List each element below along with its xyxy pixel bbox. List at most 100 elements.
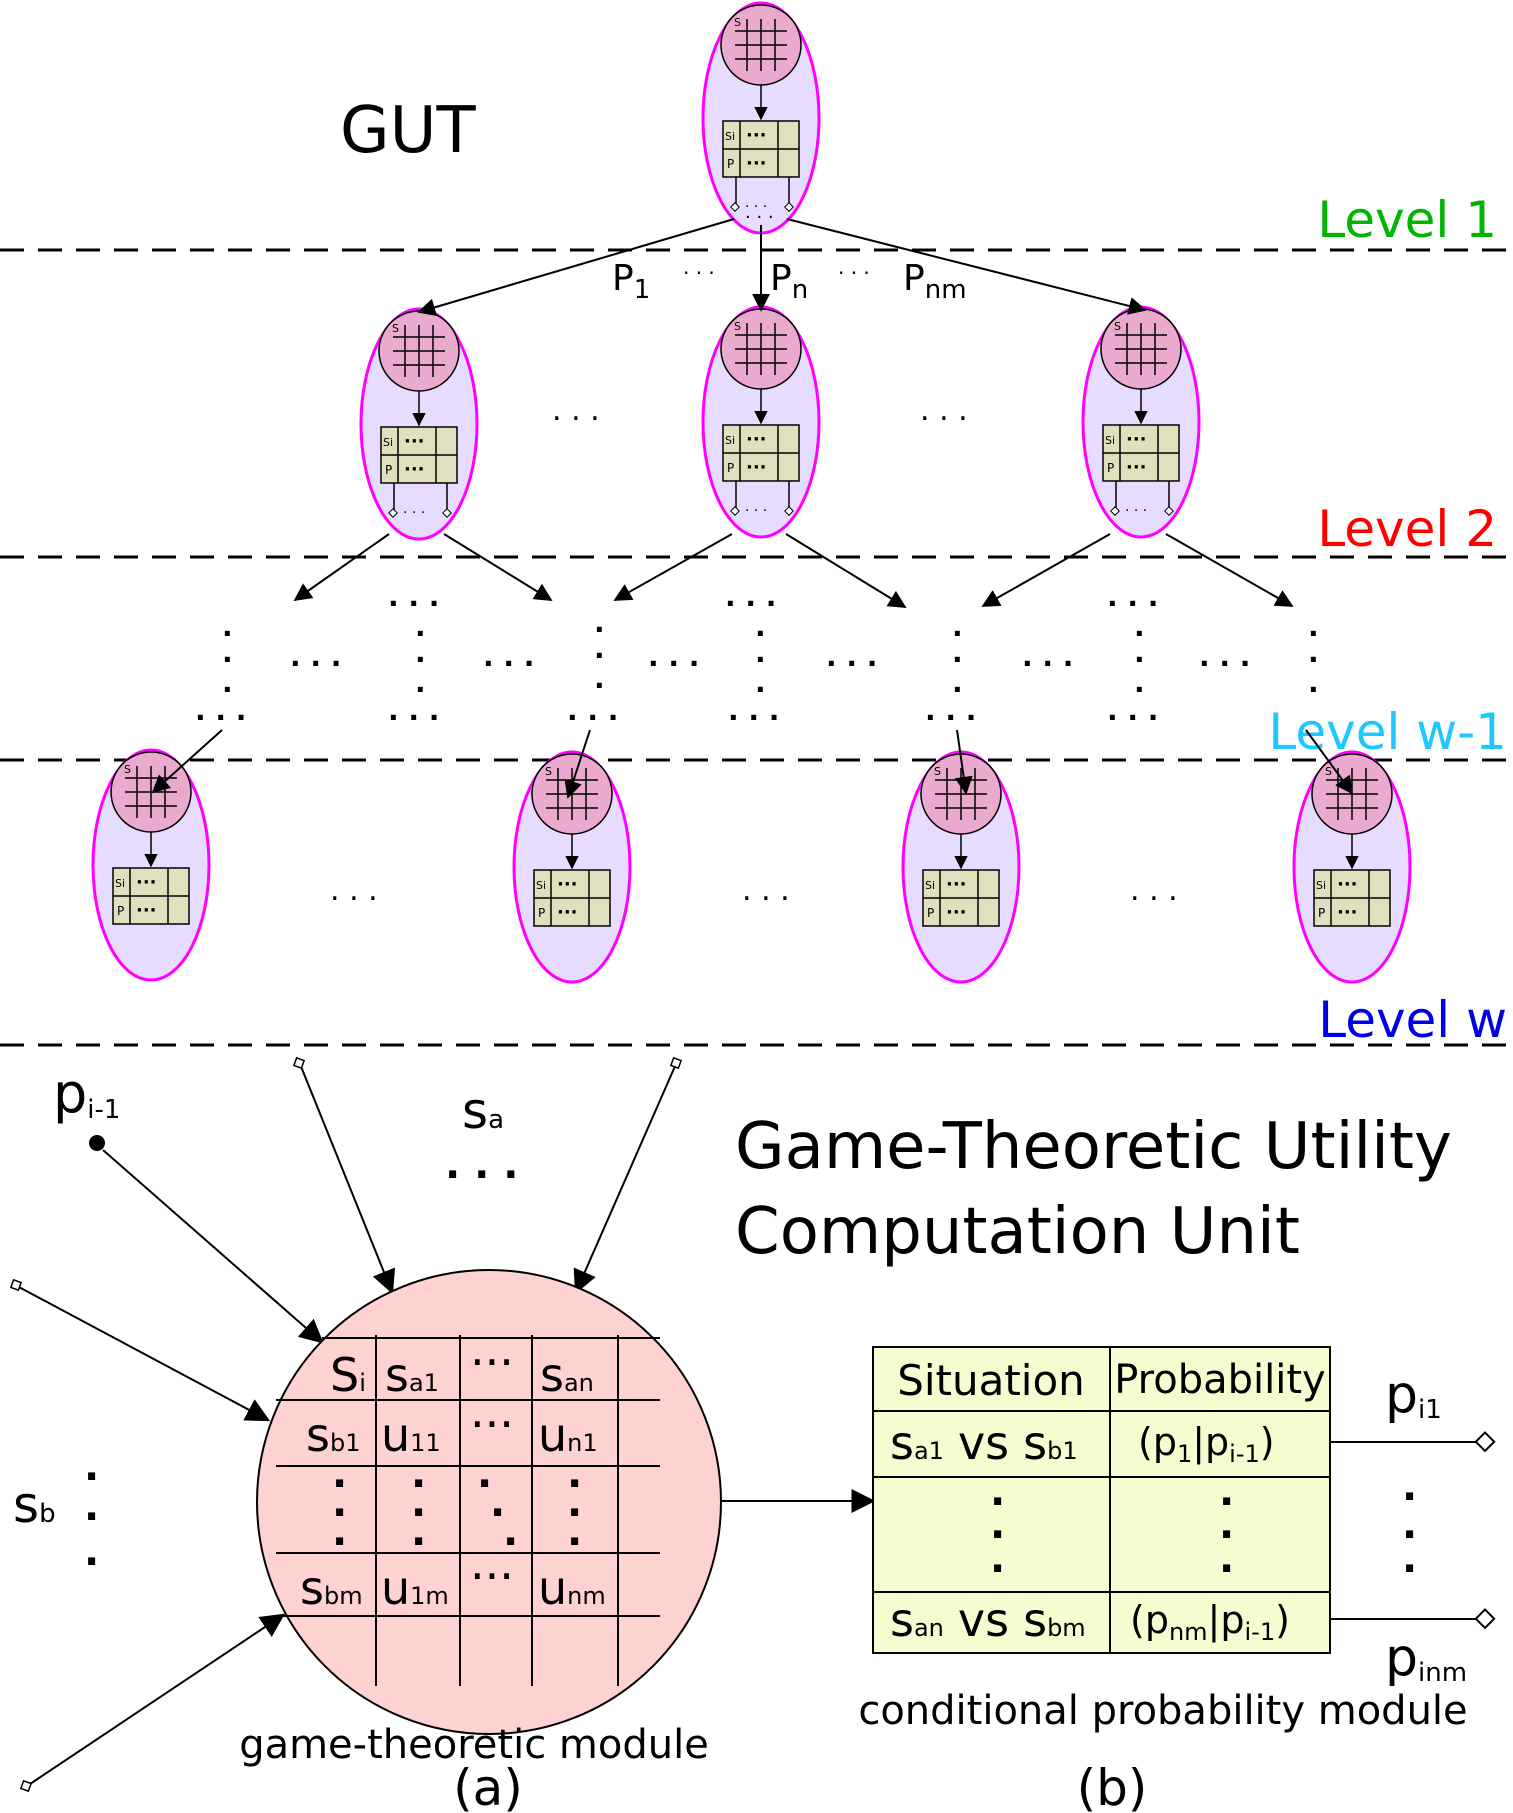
node-row-p-label: P — [1107, 461, 1114, 475]
node-output-port — [388, 508, 398, 518]
root-edges — [417, 218, 1147, 317]
svg-text:· · ·: · · · — [745, 207, 774, 228]
svg-text:.: . — [1308, 610, 1319, 643]
row-header-b1: sb1 — [306, 1408, 360, 1462]
svg-text:.: . — [415, 666, 426, 699]
svg-text:.: . — [490, 1480, 505, 1526]
svg-text:.: . — [411, 1480, 426, 1526]
svg-text:. . .: . . . — [388, 694, 439, 727]
prob-row2-probability: (pnm|pi-1) — [1130, 1598, 1290, 1646]
svg-text:.: . — [503, 1509, 518, 1555]
node-row-p-dots: ··· — [746, 153, 767, 174]
input-p-prev-label: pi-1 — [53, 1062, 120, 1125]
node-row-si-label: Si — [115, 877, 125, 890]
svg-text:.: . — [755, 610, 766, 643]
node-row-p-dots: ··· — [557, 902, 578, 923]
node-row-p-dots: ··· — [1337, 902, 1358, 923]
prob-header-situation: Situation — [897, 1356, 1085, 1405]
svg-text:. . .: . . . — [1107, 580, 1158, 613]
port-sa-right — [669, 1056, 683, 1070]
level2-dots-left: . . . — [552, 393, 600, 428]
svg-text:.: . — [594, 662, 605, 695]
port-sb-top — [9, 1278, 23, 1292]
game-matrix-vdots: ... ... ... ... — [332, 1451, 582, 1555]
svg-text:. . .: . . . — [1199, 640, 1250, 673]
game-matrix-cells: Si sa1 ··· san sb1 u11 ··· un1 sbm u1m ·… — [300, 1335, 606, 1615]
svg-text:. . .: . . . — [1107, 694, 1158, 727]
strategy-label: S — [1325, 765, 1332, 778]
intermediate-vertical-dots: ... ... ... ... ... ... ... — [222, 606, 1319, 699]
col-header-an: san — [540, 1348, 594, 1402]
input-p-prev-dot — [89, 1135, 105, 1151]
svg-text:.: . — [84, 1444, 99, 1490]
levelw-dots-3: . . . — [1130, 873, 1178, 908]
strategy-label: S — [392, 322, 399, 335]
levelw-dots-1: . . . — [330, 873, 378, 908]
strategy-label: S — [734, 320, 741, 333]
svg-text:.: . — [1134, 636, 1145, 669]
svg-text:.: . — [411, 1451, 426, 1497]
svg-text:. . .: . . . — [483, 640, 534, 673]
node-row-si-label: Si — [1316, 879, 1326, 892]
node-row-p-label: P — [927, 906, 934, 920]
edge-label-pnm: Pnm — [903, 258, 967, 305]
svg-text:.: . — [84, 1529, 99, 1575]
node-row-si-dots: ··· — [136, 872, 157, 893]
prob-row1-probability: (p1|pi-1) — [1138, 1420, 1275, 1468]
level2-dots-right: . . . — [920, 393, 968, 428]
svg-text:.: . — [594, 632, 605, 665]
svg-text:.: . — [952, 666, 963, 699]
strategy-grid — [1115, 323, 1167, 375]
svg-text:.: . — [1134, 610, 1145, 643]
node-row-p-label: P — [117, 904, 124, 918]
svg-text:.: . — [1134, 666, 1145, 699]
svg-text:.: . — [755, 666, 766, 699]
svg-text:. . .: . . . — [725, 580, 776, 613]
svg-text:. . .: . . . — [388, 580, 439, 613]
panel-b-label: (b) — [1077, 1759, 1148, 1813]
svg-text:.: . — [755, 636, 766, 669]
svg-text:.: . — [990, 1536, 1005, 1582]
game-theoretic-module: Si sa1 ··· san sb1 u11 ··· un1 sbm u1m ·… — [239, 1269, 722, 1813]
svg-text:.: . — [990, 1502, 1005, 1548]
node-output-port — [784, 506, 794, 516]
node-row-p-dots: ··· — [746, 457, 767, 478]
output-p-i1: pi1 — [1385, 1365, 1442, 1425]
svg-text:.: . — [222, 610, 233, 643]
svg-text:.: . — [990, 1469, 1005, 1515]
strategy-label: S — [124, 763, 131, 776]
svg-text:.: . — [477, 1451, 492, 1497]
edge-label-pn: Pn — [770, 258, 808, 305]
game-module-label: game-theoretic module — [239, 1722, 709, 1768]
svg-text:.: . — [1402, 1464, 1417, 1510]
col-header-a1: sa1 — [385, 1348, 439, 1402]
node-row-p-label: P — [727, 461, 734, 475]
node-row-si-dots: ··· — [946, 874, 967, 895]
svg-text:. . .: . . . — [195, 694, 246, 727]
level-dividers — [0, 248, 1513, 1047]
level-w-1-label: Level w-1 — [1268, 703, 1507, 761]
output-p-inm: pinm — [1385, 1628, 1467, 1688]
port-sb-bottom — [19, 1779, 33, 1793]
arrow-p-prev — [102, 1149, 324, 1344]
arrow-sb-bottom — [26, 1613, 285, 1787]
output-port-1 — [1474, 1431, 1496, 1453]
svg-text:.: . — [567, 1509, 582, 1555]
input-sa-label: sa — [462, 1082, 504, 1140]
svg-text:.: . — [1308, 636, 1319, 669]
strategy-label: S — [734, 16, 741, 29]
game-module-circle — [256, 1269, 722, 1735]
node-row-si-dots: ··· — [1126, 429, 1147, 450]
svg-text:.: . — [332, 1451, 347, 1497]
svg-text:.: . — [1402, 1536, 1417, 1582]
game-matrix-grid — [276, 1335, 660, 1686]
node-row-si-dots: ··· — [746, 125, 767, 146]
prob-vdots: ... ... — [990, 1469, 1234, 1582]
edge-root-right — [786, 218, 1147, 315]
prob-module-label: conditional probability module — [858, 1688, 1467, 1734]
node-row-si-label: Si — [925, 879, 935, 892]
